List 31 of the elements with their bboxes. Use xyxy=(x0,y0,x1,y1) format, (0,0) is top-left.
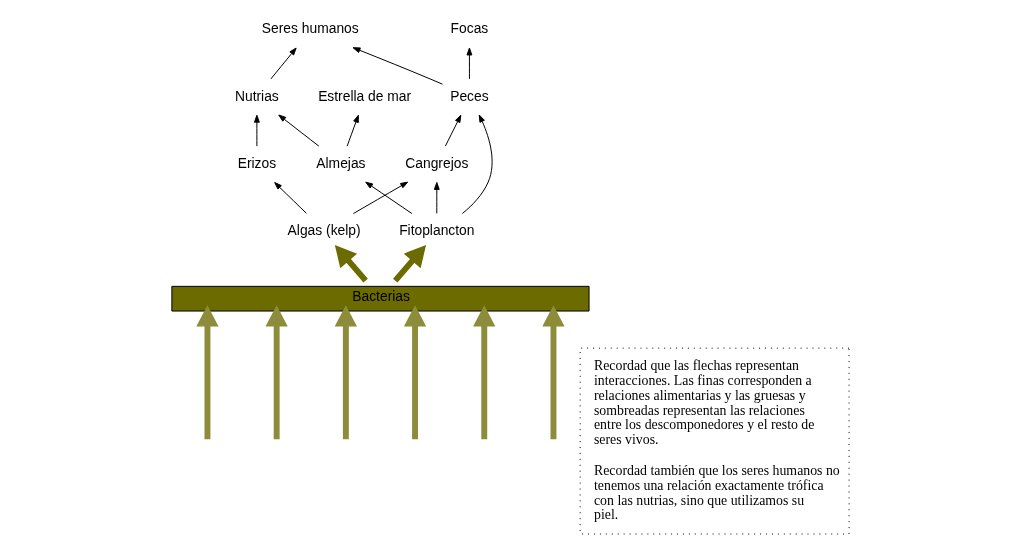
arrow xyxy=(392,244,426,283)
arrow xyxy=(472,305,495,440)
arrow xyxy=(269,47,297,80)
arrow xyxy=(364,181,412,214)
arrow xyxy=(352,47,443,85)
arrow xyxy=(403,305,426,440)
arrow xyxy=(334,244,368,283)
arrow xyxy=(334,305,357,440)
arrow xyxy=(541,305,565,440)
node-text: Nutrias xyxy=(234,87,279,104)
node-box: Recordad que las flechas representan interacciones. Las finas corresponden a relaciones alimentarias y las gruesas y sombreadas representan las relaciones entre los descomponedores y el resto de seres vivos. Recordad también que los seres humanos no tenemos una relación exactamente trófica con las nutrias, sino que utilizamos su piel. xyxy=(579,347,850,535)
arrow xyxy=(277,114,319,147)
arrow xyxy=(265,305,288,440)
node-text: Estrella de mar xyxy=(317,87,411,104)
arrow xyxy=(444,114,461,147)
node-text: Erizos xyxy=(237,154,276,171)
node-text: Cangrejos xyxy=(404,154,468,171)
node-text: Algas (kelp) xyxy=(287,222,361,239)
node-text: Seres humanos xyxy=(261,20,359,37)
arrow xyxy=(461,114,493,214)
node-text: Almejas xyxy=(315,154,366,171)
arrow xyxy=(195,305,219,440)
arrow xyxy=(433,182,440,214)
node-text: Fitoplancton xyxy=(398,222,474,239)
arrow xyxy=(346,114,359,147)
node-text: Peces xyxy=(449,87,489,104)
arrow xyxy=(466,47,472,80)
arrow xyxy=(273,182,307,214)
node-text: Focas xyxy=(450,20,488,37)
arrow xyxy=(253,114,260,147)
arrow xyxy=(352,181,408,214)
